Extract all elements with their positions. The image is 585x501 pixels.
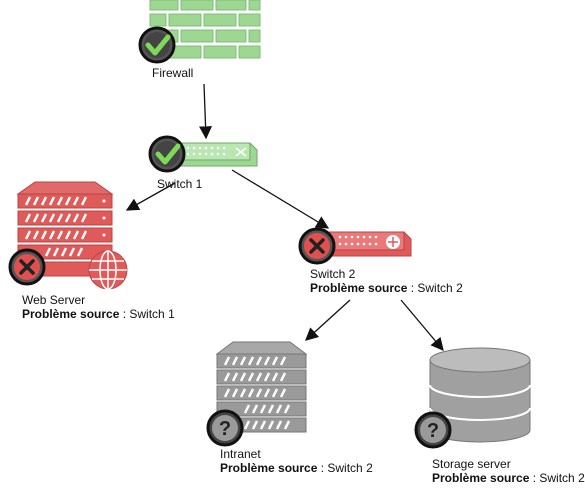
webserver-label: Web Server [22, 293, 86, 307]
problem-separator: : [529, 471, 540, 485]
question-icon: ? [414, 411, 452, 449]
problem-source-value: Switch 2 [417, 281, 463, 295]
problem-separator: : [119, 307, 130, 321]
edge-switch2-storage [400, 299, 444, 351]
edge-firewall-switch1 [199, 83, 213, 140]
connectors [125, 83, 444, 351]
problem-source-value: Switch 1 [129, 307, 175, 321]
problem-source-value: Switch 2 [539, 471, 585, 485]
svg-text:?: ? [427, 420, 439, 442]
edge-switch2-intranet [305, 299, 351, 341]
problem-source-label: Problème source [432, 471, 530, 485]
cross-icon [298, 227, 336, 265]
problem-source-label: Problème source [22, 307, 120, 321]
intranet-problem: Problème source : Switch 2 [220, 462, 373, 475]
cross-icon [8, 248, 46, 286]
intranet-label: Intranet [220, 447, 261, 461]
switch2-problem: Problème source : Switch 2 [310, 282, 463, 295]
firewall-label: Firewall [152, 66, 194, 80]
check-icon [138, 26, 176, 64]
switch2-label: Switch 2 [310, 267, 356, 281]
problem-source-value: Switch 2 [327, 461, 373, 475]
svg-text:?: ? [219, 418, 231, 440]
webserver-problem: Problème source : Switch 1 [22, 308, 175, 321]
problem-separator: : [407, 281, 418, 295]
edge-switch1-switch2 [231, 169, 330, 229]
switch1-label: Switch 1 [157, 177, 203, 191]
problem-source-label: Problème source [310, 281, 408, 295]
storage-problem: Problème source : Switch 2 [432, 472, 585, 485]
storage-label: Storage server [432, 457, 511, 471]
intranet-server-icon[interactable] [215, 341, 308, 433]
globe-icon [88, 250, 128, 290]
problem-separator: : [317, 461, 328, 475]
problem-source-label: Problème source [220, 461, 318, 475]
check-icon [148, 135, 186, 173]
edge-switch1-webserver [125, 182, 176, 211]
question-icon: ? [206, 409, 244, 447]
